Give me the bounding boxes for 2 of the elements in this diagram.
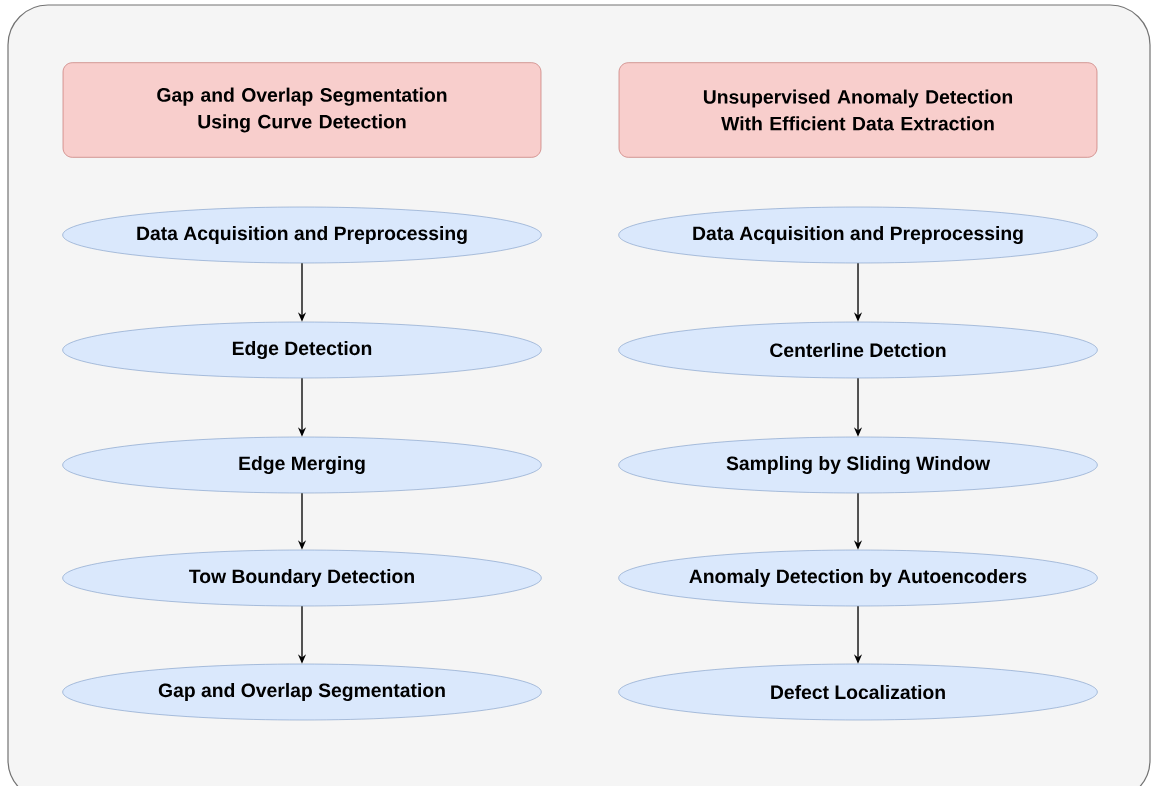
title-box: Gap and Overlap Segmentation Using Curve Detection bbox=[62, 62, 542, 158]
title-box: Unsupervised Anomaly Detection With Efficient Data Extraction bbox=[618, 62, 1098, 158]
